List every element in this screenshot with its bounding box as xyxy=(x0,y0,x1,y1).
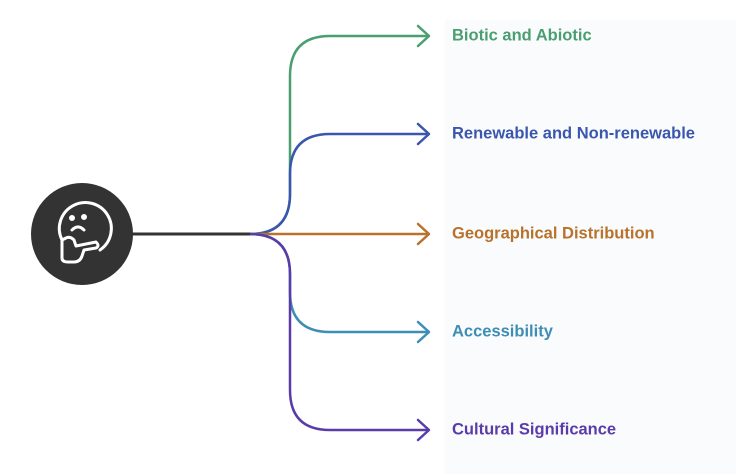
arrow-right-icon xyxy=(416,24,431,48)
branch-label: Renewable and Non-renewable xyxy=(452,124,695,143)
thinking-face-icon xyxy=(57,201,113,264)
center-node xyxy=(31,183,133,285)
arrow-right-icon xyxy=(416,418,431,442)
branch-label: Accessibility xyxy=(452,322,553,341)
branch-label: Geographical Distribution xyxy=(452,224,655,243)
branch-line xyxy=(249,132,428,236)
branch-label: Biotic and Abiotic xyxy=(452,26,592,45)
labels-panel xyxy=(445,20,736,474)
arrow-right-icon xyxy=(416,122,431,146)
branch-line xyxy=(249,232,428,432)
arrow-right-icon xyxy=(416,222,431,246)
branch-line xyxy=(249,232,428,334)
branch-label: Cultural Significance xyxy=(452,420,617,439)
arrow-right-icon xyxy=(416,320,431,344)
